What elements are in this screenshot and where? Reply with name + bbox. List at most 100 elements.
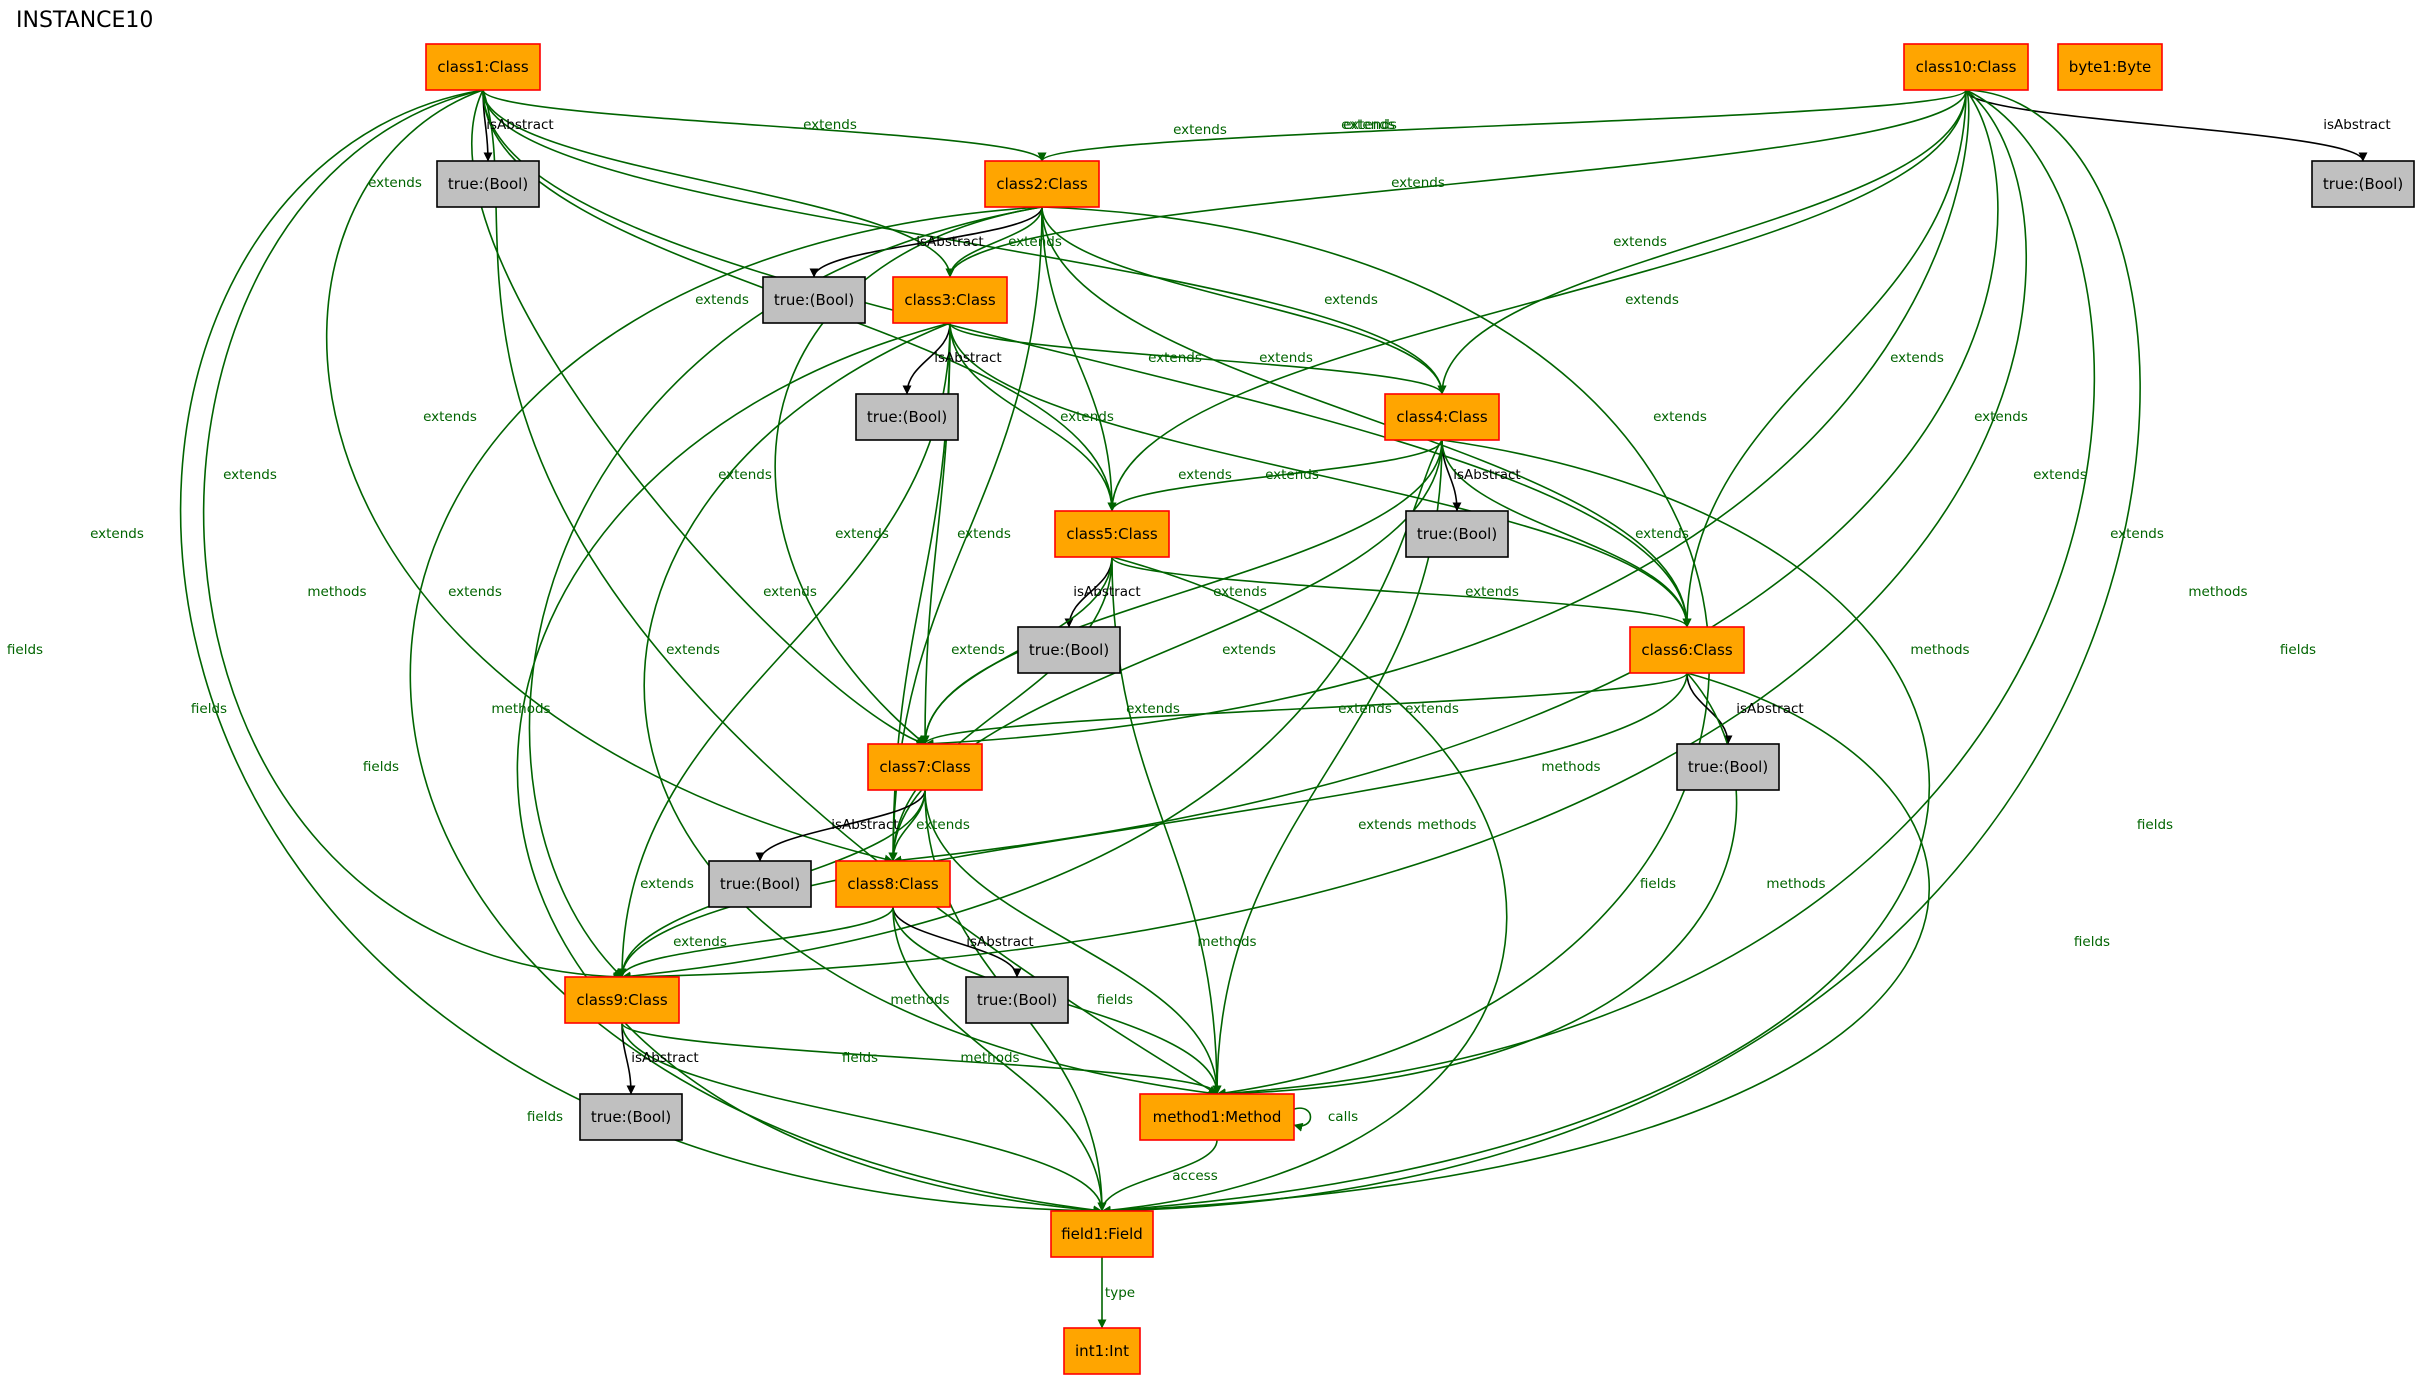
node-b4[interactable]: true:(Bool) (1405, 510, 1509, 558)
edge-class3-method1-methods (643, 322, 1218, 1098)
edge-label-class3-class6: extends (1265, 467, 1319, 483)
nodes-layer: class1:Class class2:Class class3:Class clas… (425, 43, 2415, 1375)
node-class10[interactable]: class10:Class (1903, 43, 2029, 91)
edge-labels-layer: isAbstract extends extends extends extends ex… (7, 117, 2391, 1301)
node-box-field1 (1050, 1210, 1154, 1258)
node-label-field1: field1:Field (1061, 1225, 1143, 1243)
edge-class6-b6-isabstract (1686, 672, 1733, 745)
edge-label-class3-class4: extends (1259, 350, 1313, 366)
node-box-int1 (1063, 1327, 1141, 1375)
edge-class10-class4-extends (1437, 89, 1967, 395)
node-box-b7 (708, 860, 812, 908)
edge-class3-class4-extends (949, 322, 1447, 395)
edge-label-class2-class5: extends (1148, 350, 1202, 366)
node-class9[interactable]: class9:Class (564, 976, 680, 1024)
node-box-class2 (984, 160, 1100, 208)
edge-label-class7-field1: fields (1097, 992, 1133, 1008)
node-class5[interactable]: class5:Class (1054, 510, 1170, 558)
node-b6[interactable]: true:(Bool) (1676, 743, 1780, 791)
node-class3[interactable]: class3:Class (892, 276, 1008, 324)
edge-label-class10-class6: extends (1890, 350, 1944, 366)
edge-label-class1-class2: extends (803, 117, 857, 133)
edge-label-field1-int1: type (1105, 1285, 1135, 1301)
edge-label-class3-b3: isAbstract (934, 350, 1001, 366)
edge-label-class5-field1: fields (1640, 876, 1676, 892)
node-method1[interactable]: method1:Method (1139, 1093, 1295, 1141)
edge-label-class3-class5: extends (1060, 409, 1114, 425)
edge-label-class1-class3: extends (368, 175, 422, 191)
edge-label-method1-field1: access (1172, 1168, 1218, 1184)
edge-class8-class9-extends (617, 906, 894, 978)
edge-class2-class5-extends (1041, 206, 1117, 512)
edge-label-class2-field1: fields (191, 701, 227, 717)
node-box-method1 (1139, 1093, 1295, 1141)
node-box-b8 (965, 976, 1069, 1024)
node-class1[interactable]: class1:Class (425, 43, 541, 91)
edge-class3-class6-extends (949, 322, 1692, 628)
node-label-class10: class10:Class (1916, 58, 2017, 76)
edge-label-class3-method1: methods (491, 701, 550, 717)
node-box-b3 (855, 393, 959, 441)
node-field1[interactable]: field1:Field (1050, 1210, 1154, 1258)
node-class8[interactable]: class8:Class (835, 860, 951, 908)
edge-method1-field1-access (1097, 1139, 1218, 1212)
node-class4[interactable]: class4:Class (1384, 393, 1500, 441)
edge-label-class10-class7: extends (1974, 409, 2028, 425)
edge-label-class10-class4: extends (1613, 234, 1667, 250)
node-class2[interactable]: class2:Class (984, 160, 1100, 208)
edge-label-class1-class7: extends (423, 409, 477, 425)
node-b2[interactable]: true:(Bool) (762, 276, 866, 324)
edge-label-class8-field1: fields (842, 1050, 878, 1066)
edge-label-class10-class5: extends (1625, 292, 1679, 308)
edge-label-class10-class8: extends (2033, 467, 2087, 483)
node-box-b9 (579, 1093, 683, 1141)
edge-class5-field1-fields (1101, 556, 1508, 1215)
node-b5[interactable]: true:(Bool) (1017, 626, 1121, 674)
node-label-b3: true:(Bool) (867, 408, 947, 426)
edge-label-class4-class7: extends (1213, 584, 1267, 600)
edge-class10-class9-extends (621, 89, 2028, 982)
edge-class8-field1-fields (892, 906, 1107, 1212)
node-box-class4 (1384, 393, 1500, 441)
edge-label-class10-class9: extends (2110, 526, 2164, 542)
edge-class10-class5-extends (1107, 89, 1967, 512)
node-box-class1 (425, 43, 541, 91)
edge-label-class2-class6: extends (1653, 409, 1707, 425)
node-label-class2: class2:Class (996, 175, 1087, 193)
node-b8[interactable]: true:(Bool) (965, 976, 1069, 1024)
node-label-b8: true:(Bool) (977, 991, 1057, 1009)
edge-class6-class9-extends (617, 672, 1688, 978)
node-byte1[interactable]: byte1:Byte (2057, 43, 2163, 91)
edge-class5-method1-methods (1111, 556, 1222, 1095)
edge-label-class8-method1: methods (890, 992, 949, 1008)
node-class7[interactable]: class7:Class (867, 743, 983, 791)
node-box-class8 (835, 860, 951, 908)
node-b7[interactable]: true:(Bool) (708, 860, 812, 908)
node-b10[interactable]: true:(Bool) (2311, 160, 2415, 208)
edge-class1-class2-extends (482, 89, 1047, 162)
edge-class3-field1-fields (516, 322, 1103, 1215)
edge-label-class10-class2: extends (1343, 117, 1397, 133)
edge-label-class1-class4: extends (1341, 117, 1395, 133)
node-b1[interactable]: true:(Bool) (436, 160, 540, 208)
edge-label-class3-field1: fields (363, 759, 399, 775)
node-b9[interactable]: true:(Bool) (579, 1093, 683, 1141)
edge-class6-field1-fields (1101, 672, 1930, 1216)
edge-label-class8-class9: extends (673, 934, 727, 950)
edge-label-class9-field1: fields (527, 1109, 563, 1125)
node-b3[interactable]: true:(Bool) (855, 393, 959, 441)
node-int1[interactable]: int1:Int (1063, 1327, 1141, 1375)
edge-label-class1-field1: fields (7, 642, 43, 658)
edge-label-class9-method1: methods (960, 1050, 1019, 1066)
edge-class10-field1-fields (1101, 89, 2141, 1216)
node-label-int1: int1:Int (1075, 1342, 1129, 1360)
node-label-byte1: byte1:Byte (2069, 58, 2151, 76)
node-class6[interactable]: class6:Class (1629, 626, 1745, 674)
edge-class9-field1-fields (621, 1022, 1107, 1212)
node-box-b5 (1017, 626, 1121, 674)
node-label-class5: class5:Class (1066, 525, 1157, 543)
edge-class2-class3-extends (945, 206, 1043, 278)
node-box-b10 (2311, 160, 2415, 208)
edge-class10-class7-extends (924, 89, 1970, 749)
node-box-byte1 (2057, 43, 2163, 91)
